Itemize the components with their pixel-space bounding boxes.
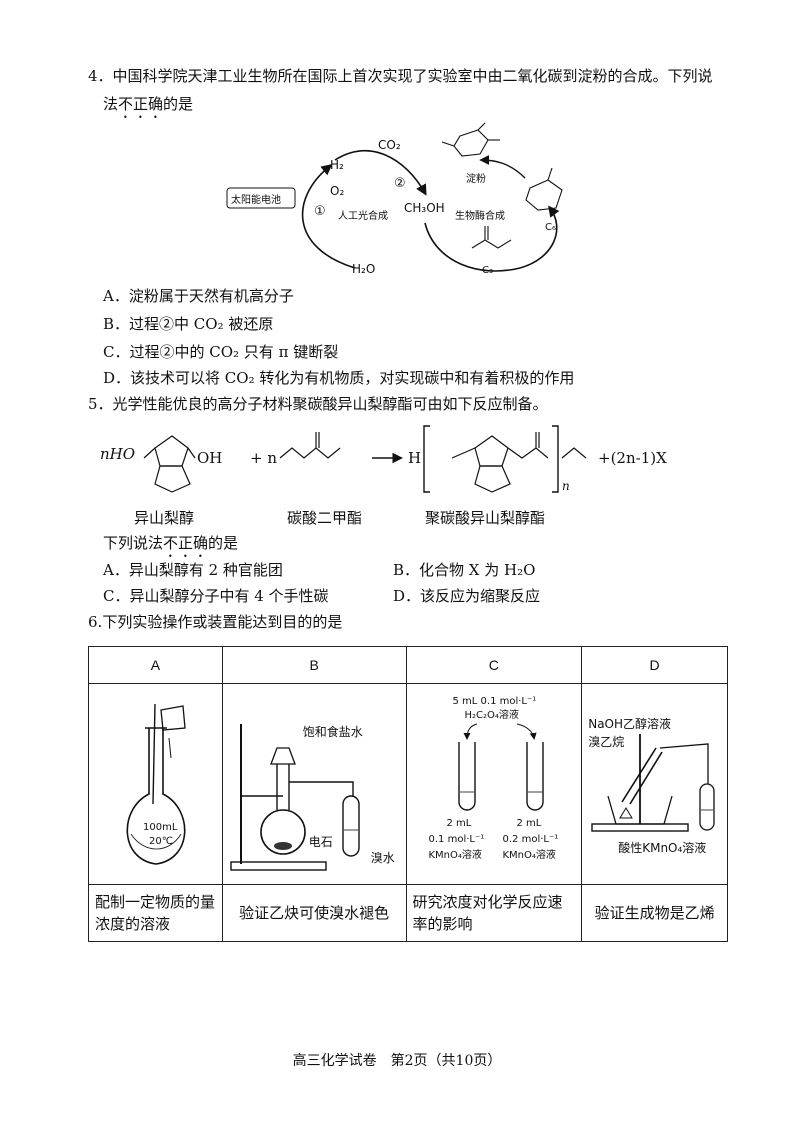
polymer-structure bbox=[423, 425, 587, 493]
q4-stem-line1: 4．中国科学院天津工业生物所在国际上首次实现了实验室中由二氧化碳到淀粉的合成。下… bbox=[88, 67, 713, 85]
co2-label: CO₂ bbox=[378, 138, 401, 152]
flask-temp-label: 20℃ bbox=[149, 836, 173, 847]
arc-methanol-to-c3 bbox=[424, 222, 521, 272]
experiment-table: A B C D 100mL 20℃ bbox=[88, 646, 728, 942]
desc-d: 验证生成物是乙烯 bbox=[581, 884, 728, 942]
oxalic-name-label: H₂C₂O₄溶液 bbox=[464, 710, 519, 721]
q5-ask-pre: 下列说法 bbox=[103, 534, 164, 552]
starch-structure bbox=[441, 122, 500, 157]
q5-stem: 5．光学性能优良的高分子材料聚碳酸异山梨醇酯可由如下反应制备。 bbox=[88, 395, 548, 413]
acidic-kmno4-label: 酸性KMnO₄溶液 bbox=[618, 841, 707, 855]
q6-number: 6. bbox=[88, 613, 103, 631]
q5-reaction-scheme bbox=[143, 425, 587, 493]
q4-option-a: A．淀粉属于天然有机高分子 bbox=[103, 287, 294, 305]
q6-stem: 6.下列实验操作或装置能达到目的的是 bbox=[88, 612, 342, 632]
c6-label: C₆ bbox=[545, 222, 556, 233]
reactant1-prefix: nHO bbox=[100, 445, 136, 463]
byproduct: +(2n-1)X bbox=[598, 449, 667, 467]
q6-stem-text: 下列实验操作或装置能达到目的的是 bbox=[102, 613, 343, 631]
o2-label: O₂ bbox=[330, 184, 345, 198]
right-conc-label: 0.2 mol·L⁻¹ bbox=[502, 834, 559, 845]
q5-option-d: D．该反应为缩聚反应 bbox=[393, 587, 541, 605]
brine-label: 饱和食盐水 bbox=[302, 725, 363, 739]
q5-ask-post: 的是 bbox=[208, 534, 239, 552]
q5-option-c: C．异山梨醇分子中有 4 个手性碳 bbox=[103, 587, 329, 605]
cell-d-apparatus: NaOH乙醇溶液 溴乙烷 酸性KMnO₄溶液 bbox=[581, 683, 728, 885]
bromoethane-label: 溴乙烷 bbox=[588, 735, 625, 749]
q4-stem-pre: 法 bbox=[103, 95, 119, 113]
naoh-ethanol-label: NaOH乙醇溶液 bbox=[588, 717, 672, 731]
bromine-water-label: 溴水 bbox=[370, 851, 395, 865]
polymer-h-end: H bbox=[408, 449, 422, 467]
name-isosorbide: 异山梨醇 bbox=[134, 509, 195, 527]
q5-ask: 下列说法不正确的是 bbox=[103, 533, 238, 561]
h2-label: H₂ bbox=[330, 158, 344, 172]
q5-option-a: A．异山梨醇有 2 种官能团 bbox=[103, 561, 283, 579]
name-dimethyl-carbonate: 碳酸二甲酯 bbox=[287, 509, 363, 527]
q5-option-b: B．化合物 X 为 H₂O bbox=[393, 561, 536, 579]
arc-c3-to-c6 bbox=[519, 205, 560, 269]
desc-c: 研究浓度对化学反应速率的影响 bbox=[405, 884, 583, 942]
h2o-label: H₂O bbox=[352, 262, 376, 276]
polymer-subscript-n: n bbox=[562, 479, 570, 493]
flask-volume-label: 100mL bbox=[143, 822, 178, 833]
q4-option-b: B．过程②中 CO₂ 被还原 bbox=[103, 315, 274, 333]
q5-ask-emph: 不正确 bbox=[163, 534, 209, 552]
battery-label: 太阳能电池 bbox=[231, 195, 281, 206]
cell-c-apparatus: 5 mL 0.1 mol·L⁻¹ H₂C₂O₄溶液 2 mL 0.1 mol·L… bbox=[405, 683, 583, 885]
header-c: C bbox=[405, 646, 583, 684]
q4-option-d: D．该技术可以将 CO₂ 转化为有机物质，对实现碳中和有着积极的作用 bbox=[103, 369, 575, 387]
q4-stem-emph: 不正确 bbox=[118, 95, 164, 113]
c6-structure bbox=[525, 167, 563, 211]
test-tubes-illustration bbox=[457, 723, 544, 811]
right-volume-label: 2 mL bbox=[516, 818, 542, 829]
arc-co2-to-methanol bbox=[334, 150, 427, 196]
oxalic-conc-label: 5 mL 0.1 mol·L⁻¹ bbox=[452, 696, 537, 707]
q4-option-c: C．过程②中的 CO₂ 只有 π 键断裂 bbox=[103, 343, 339, 361]
plus-n: + n bbox=[250, 449, 277, 467]
isosorbide-structure bbox=[143, 435, 196, 493]
arc-c6-to-starch bbox=[479, 155, 526, 179]
step2-marker: ② bbox=[394, 176, 406, 191]
desc-b: 验证乙炔可使溴水褪色 bbox=[221, 884, 407, 942]
page-footer: 高三化学试卷 第2页（共10页） bbox=[292, 1053, 502, 1069]
arc-water-split bbox=[301, 163, 356, 269]
c3-structure bbox=[471, 226, 512, 249]
acetylene-generator-illustration bbox=[230, 724, 360, 871]
artificial-synthesis-label: 人工光合成 bbox=[338, 211, 388, 222]
c3-label: C₃ bbox=[482, 265, 493, 276]
table-header-row: A B C D bbox=[88, 646, 728, 684]
right-reagent-label: KMnO₄溶液 bbox=[502, 850, 556, 861]
left-conc-label: 0.1 mol·L⁻¹ bbox=[428, 834, 485, 845]
table-image-row: 100mL 20℃ 饱和食盐水 bbox=[88, 683, 728, 885]
left-volume-label: 2 mL bbox=[446, 818, 472, 829]
name-polycarbonate: 聚碳酸异山梨醇酯 bbox=[425, 509, 546, 527]
desc-a: 配制一定物质的量浓度的溶液 bbox=[88, 884, 223, 942]
header-a: A bbox=[88, 646, 223, 684]
starch-label: 淀粉 bbox=[466, 174, 486, 185]
header-b: B bbox=[221, 646, 407, 684]
dimethyl-carbonate-structure bbox=[279, 432, 341, 459]
cell-b-apparatus: 饱和食盐水 电石 溴水 bbox=[221, 683, 407, 885]
ethylene-test-illustration bbox=[591, 734, 715, 832]
step1-marker: ① bbox=[314, 204, 326, 219]
q4-stem-line2: 法不正确的是 bbox=[103, 94, 193, 122]
carbide-label: 电石 bbox=[308, 835, 333, 849]
methanol-label: CH₃OH bbox=[404, 201, 445, 215]
cell-a-apparatus: 100mL 20℃ bbox=[88, 683, 223, 885]
q4-cycle-diagram bbox=[226, 122, 563, 272]
q4-stem-post: 的是 bbox=[163, 95, 194, 113]
left-reagent-label: KMnO₄溶液 bbox=[428, 850, 482, 861]
bio-enzyme-label: 生物酶合成 bbox=[455, 211, 505, 222]
reactant1-suffix: OH bbox=[197, 449, 223, 467]
header-d: D bbox=[581, 646, 728, 684]
battery-box bbox=[226, 187, 296, 209]
table-description-row: 配制一定物质的量浓度的溶液 验证乙炔可使溴水褪色 研究浓度对化学反应速率的影响 … bbox=[88, 884, 728, 942]
volumetric-flask-illustration bbox=[126, 703, 186, 865]
